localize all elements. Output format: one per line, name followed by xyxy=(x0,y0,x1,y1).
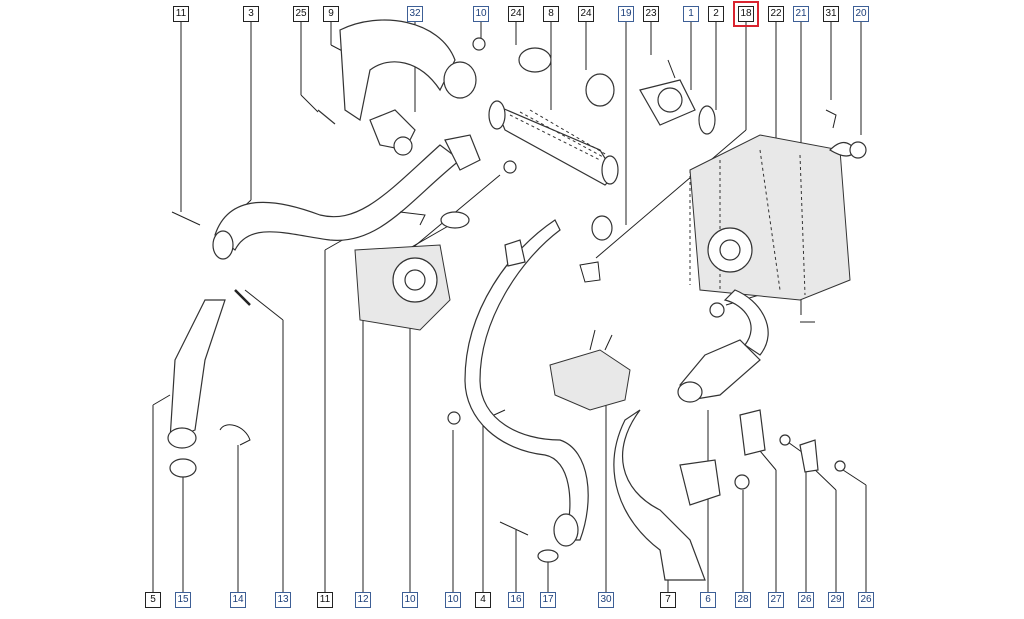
callout-bottom-10b[interactable]: 10 xyxy=(445,592,461,608)
pipe-5 xyxy=(167,289,251,478)
callout-bottom-30[interactable]: 30 xyxy=(598,592,614,608)
callout-bottom-7[interactable]: 7 xyxy=(660,592,676,608)
callout-top-1[interactable]: 1 xyxy=(683,6,699,22)
callout-bottom-12[interactable]: 12 xyxy=(355,592,371,608)
engine-block xyxy=(689,134,867,301)
callout-bottom-5[interactable]: 5 xyxy=(145,592,161,608)
callout-bottom-28[interactable]: 28 xyxy=(735,592,751,608)
brackets xyxy=(709,302,846,473)
callout-bottom-17[interactable]: 17 xyxy=(540,592,556,608)
corrugated-hose xyxy=(488,100,619,186)
clip-14 xyxy=(219,424,251,446)
callout-top-32[interactable]: 32 xyxy=(407,6,423,22)
callout-top-18-selected[interactable]: 18 xyxy=(733,1,759,27)
callout-bottom-13[interactable]: 13 xyxy=(275,592,291,608)
pipe-4 xyxy=(464,219,589,563)
callout-top-31[interactable]: 31 xyxy=(823,6,839,22)
callout-top-22[interactable]: 22 xyxy=(768,6,784,22)
callout-top-23[interactable]: 23 xyxy=(643,6,659,22)
callout-top-21[interactable]: 21 xyxy=(793,6,809,22)
callout-bottom-14[interactable]: 14 xyxy=(230,592,246,608)
hose-clamps xyxy=(443,37,615,107)
callout-top-24a[interactable]: 24 xyxy=(508,6,524,22)
callout-top-20[interactable]: 20 xyxy=(853,6,869,22)
callout-top-8[interactable]: 8 xyxy=(543,6,559,22)
small-parts xyxy=(171,109,837,536)
callout-top-3[interactable]: 3 xyxy=(243,6,259,22)
callout-bottom-26a[interactable]: 26 xyxy=(798,592,814,608)
callout-bottom-16[interactable]: 16 xyxy=(508,592,524,608)
callout-top-24b[interactable]: 24 xyxy=(578,6,594,22)
turbocharger xyxy=(354,244,451,331)
intake-duct xyxy=(339,19,456,156)
air-flow-meter xyxy=(639,59,716,135)
callout-bottom-10a[interactable]: 10 xyxy=(402,592,418,608)
hose-6 xyxy=(677,289,769,403)
leader-lines xyxy=(180,22,862,315)
callout-bottom-29[interactable]: 29 xyxy=(828,592,844,608)
callout-top-2[interactable]: 2 xyxy=(708,6,724,22)
pipe-3 xyxy=(212,134,481,260)
callout-top-25[interactable]: 25 xyxy=(293,6,309,22)
pipe-7 xyxy=(613,409,750,581)
callout-bottom-11[interactable]: 11 xyxy=(317,592,333,608)
callout-bottom-27[interactable]: 27 xyxy=(768,592,784,608)
callout-top-11[interactable]: 11 xyxy=(173,6,189,22)
callout-bottom-6[interactable]: 6 xyxy=(700,592,716,608)
callout-bottom-4[interactable]: 4 xyxy=(475,592,491,608)
callout-top-9[interactable]: 9 xyxy=(323,6,339,22)
actuator-30 xyxy=(549,329,631,411)
callout-bottom-26b[interactable]: 26 xyxy=(858,592,874,608)
callout-top-10[interactable]: 10 xyxy=(473,6,489,22)
callout-top-19[interactable]: 19 xyxy=(618,6,634,22)
callout-bottom-15[interactable]: 15 xyxy=(175,592,191,608)
